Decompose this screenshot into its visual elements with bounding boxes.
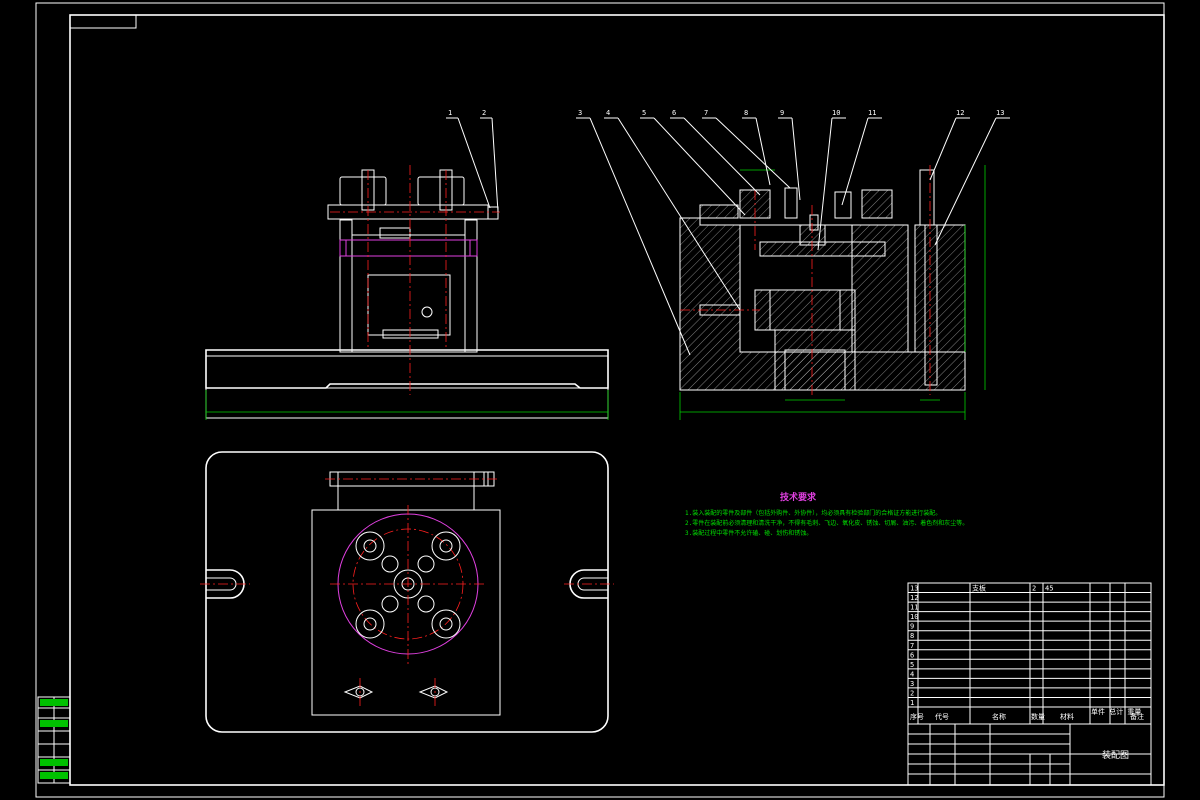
bom-header-qty: 数量 — [1031, 712, 1045, 721]
bom-header: 序号 代号 名称 数量 材料 单件 总计 重量 备注 — [910, 707, 1144, 721]
bom-cell-no: 8 — [910, 632, 914, 640]
balloon-10: 10 — [832, 109, 840, 117]
bom-cell-no: 3 — [910, 680, 914, 688]
drawing-number-box — [69, 14, 137, 29]
tech-item-1: 1.装入装配的零件及部件（包括外购件、外协件），均必须具有检验部门的合格证方能进… — [685, 509, 941, 517]
bom-cell-no: 2 — [910, 689, 914, 697]
title-block — [907, 723, 1152, 786]
bom-header-name: 名称 — [992, 712, 1006, 721]
balloon-1: 1 — [448, 109, 452, 117]
leaders-front — [446, 117, 499, 213]
balloon-11: 11 — [868, 109, 876, 117]
bom-cell-no: 12 — [910, 594, 918, 602]
bom-cell-qty: 2 — [1032, 585, 1036, 593]
inner-frame — [69, 14, 1165, 786]
balloon-5: 5 — [642, 109, 646, 117]
section-view — [679, 165, 986, 420]
bom-cell-no: 6 — [910, 651, 914, 659]
bom-header-weight: 单件 总计 重量 — [1091, 707, 1141, 716]
drawing-name: 装配图 — [1102, 749, 1129, 761]
balloon-3: 3 — [578, 109, 582, 117]
bom-cell-no: 11 — [910, 604, 918, 612]
leaders-section — [576, 117, 1010, 356]
tech-title: 技术要求 — [780, 491, 817, 503]
balloon-2: 2 — [482, 109, 486, 117]
bom-cell-no: 7 — [910, 642, 914, 650]
bom-table — [907, 582, 1152, 725]
left-margin-table — [37, 696, 71, 784]
balloon-7: 7 — [704, 109, 708, 117]
balloon-9: 9 — [780, 109, 784, 117]
tech-item-2: 2.零件在装配前必须清理和清洗干净，不得有毛刺、飞边、氧化皮、锈蚀、切屑、油污、… — [685, 519, 968, 527]
bom-cell-no: 4 — [910, 670, 914, 678]
section-balloons: 3 4 5 6 7 8 9 10 11 12 13 — [578, 109, 1004, 117]
balloon-4: 4 — [606, 109, 610, 117]
bom-cell-no: 9 — [910, 623, 914, 631]
tech-item-3: 3.装配过程中零件不允许磕、碰、划伤和锈蚀。 — [685, 529, 812, 537]
bom-cell-no: 5 — [910, 661, 914, 669]
bom-cell-no: 1 — [910, 699, 914, 707]
bom-cell-mat: 45 — [1045, 585, 1053, 593]
bom-header-note: 备注 — [1130, 712, 1144, 721]
bom-cell-no: 10 — [910, 613, 918, 621]
balloon-12: 12 — [956, 109, 964, 117]
bom-header-code: 代号 — [935, 712, 949, 721]
top-view — [200, 451, 614, 733]
balloon-6: 6 — [672, 109, 676, 117]
front-view — [205, 165, 609, 420]
balloon-8: 8 — [744, 109, 748, 117]
bom-header-mat: 材料 — [1060, 712, 1074, 721]
bom-header-no: 序号 — [910, 712, 924, 721]
bom-cell-name: 支板 — [972, 584, 986, 593]
balloon-13: 13 — [996, 109, 1004, 117]
bom-cell-no: 13 — [910, 585, 918, 593]
